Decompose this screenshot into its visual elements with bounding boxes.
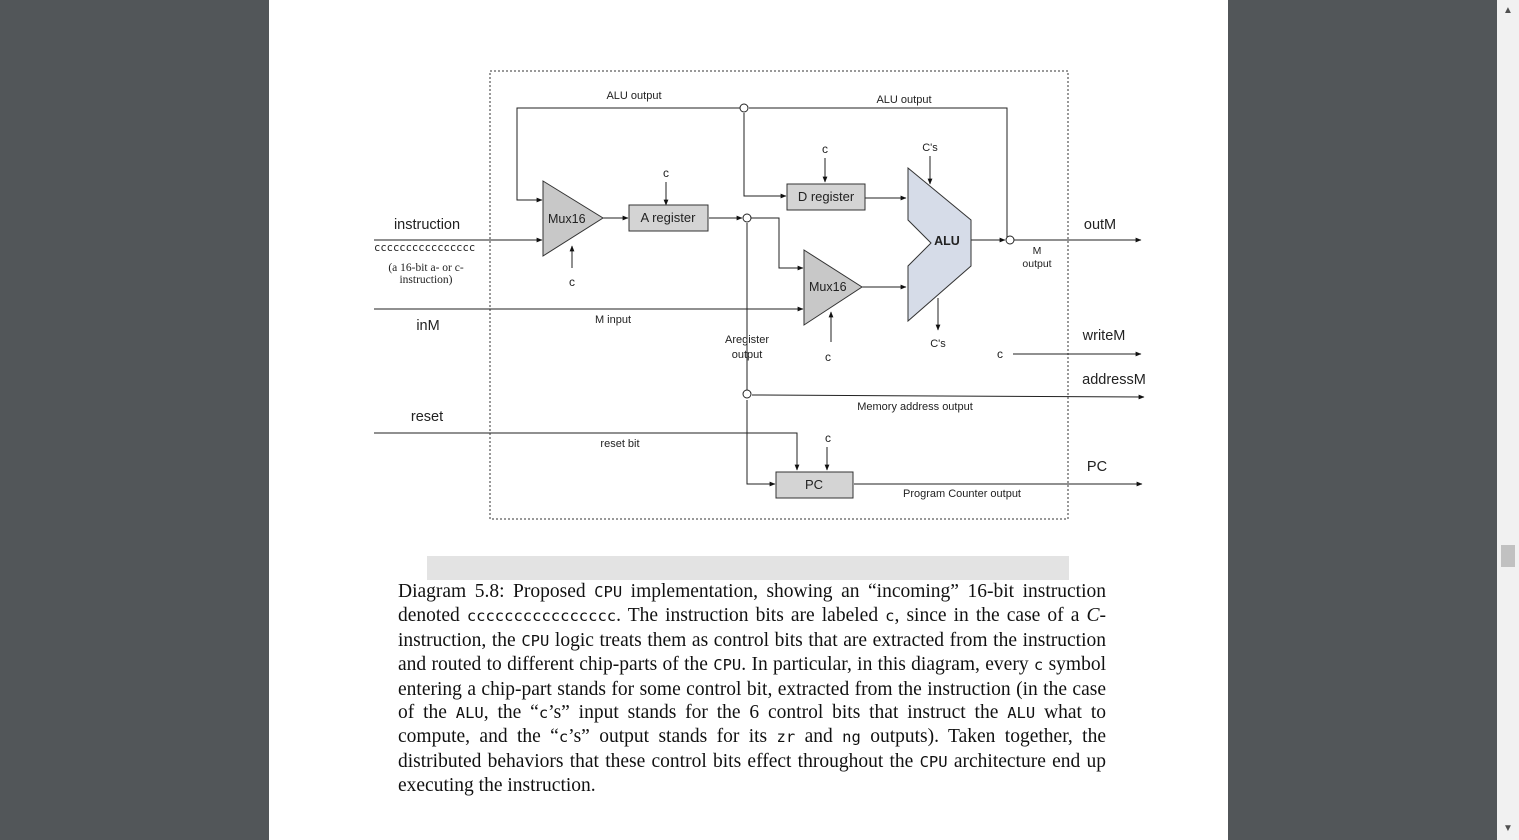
caption-text: , the “: [483, 702, 539, 724]
caption-code: ALU: [1007, 704, 1036, 723]
pc-output-label: PC: [1087, 459, 1107, 475]
cpu-diagram: Mux16 A register D register Mux16 ALU PC…: [374, 70, 1146, 520]
caption-text: and: [795, 726, 843, 748]
caption-code: c: [885, 607, 895, 626]
c-label-mux2: c: [825, 350, 831, 364]
instruction-bits-label: cccccccccccccccc: [374, 242, 475, 254]
memory-address-output-label: Memory address output: [857, 401, 973, 413]
addressm-label: addressM: [1082, 372, 1146, 388]
areg-to-mux2-wire: [751, 217, 804, 271]
caption-italic: C: [1086, 605, 1100, 627]
caption-highlight-bar: [427, 556, 1069, 580]
a-register-chip: [628, 204, 709, 232]
m-output-label-1: M: [1033, 245, 1042, 257]
caption-code: ng: [842, 728, 861, 747]
caption-text: what to compute, and the “: [398, 702, 1106, 748]
caption-code: c: [558, 728, 569, 747]
cs-label-alu-in: C's: [922, 142, 938, 154]
caption-text: . In particular, in this diagram, every: [741, 654, 1034, 676]
caption-text: logic treats them as control bits that a…: [398, 629, 1106, 676]
c-label-writem: c: [997, 347, 1003, 361]
alu-to-dreg-wire: [743, 113, 787, 199]
alu-label: ALU: [934, 234, 960, 248]
alu-chip: [907, 166, 972, 323]
caption-text: architecture end up executing the instru…: [398, 750, 1107, 797]
caption-text: . The instruction bits are labeled: [616, 605, 886, 627]
addressm-wire: [751, 394, 1145, 400]
caption-code: CPU: [713, 656, 742, 675]
pc-chip: [775, 471, 854, 499]
caption-code: cccccccccccccccc: [466, 607, 617, 626]
writem-label: writeM: [1082, 328, 1126, 344]
alu-output-label-left: ALU output: [606, 90, 661, 102]
caption-code: CPU: [521, 631, 550, 650]
alu-out-junction-top: [739, 103, 749, 113]
caption-code: zr: [776, 728, 796, 747]
program-counter-output-label: Program Counter output: [903, 488, 1021, 500]
caption-code: CPU: [919, 752, 948, 771]
caption-text: Diagram 5.8: Proposed: [398, 581, 595, 602]
cs-label-alu-out: C's: [930, 338, 946, 350]
caption-text: ’s” output stands for its: [568, 726, 777, 748]
caption-text: ’s” input stands for the 6 control bits …: [548, 702, 1008, 724]
a-register-output-label-1: Aregister: [725, 334, 769, 346]
a-register-label: A register: [641, 210, 697, 225]
d-register-chip: [786, 183, 866, 211]
caption-code: CPU: [594, 583, 623, 601]
instruction-label: instruction: [394, 217, 460, 233]
address-junction: [742, 389, 752, 399]
instruction-note-1: (a 16-bit a- or c-: [388, 262, 464, 274]
scrollbar-thumb[interactable]: [1501, 545, 1515, 567]
outm-label: outM: [1084, 217, 1116, 233]
cpu-boundary: [489, 70, 1069, 520]
reset-wire: [374, 432, 800, 471]
diagram-caption: Diagram 5.8: Proposed CPU implementation…: [398, 580, 1106, 798]
reset-label: reset: [411, 409, 443, 425]
caption-code: c: [538, 704, 549, 723]
alu-feedback-wire: [749, 107, 1008, 240]
caption-text: , since in the case of a: [894, 605, 1087, 627]
c-label-pc: c: [825, 431, 831, 445]
instruction-note-2: instruction): [399, 274, 452, 286]
areg-to-pc-wire: [746, 400, 776, 487]
d-register-label: D register: [798, 189, 855, 204]
caption-code: ALU: [455, 704, 484, 723]
areg-junction: [742, 213, 752, 223]
caption-code: c: [1033, 656, 1044, 675]
mux16-label-1: Mux16: [548, 212, 586, 226]
caption-text: -instruction, the: [398, 605, 1106, 651]
caption-text: implementation, showing an “incoming” 16…: [398, 581, 1106, 627]
mux16-chip-1: [542, 180, 604, 257]
c-label-mux1: c: [569, 275, 575, 289]
c-label-dreg: c: [822, 142, 828, 156]
document-page: Mux16 A register D register Mux16 ALU PC…: [269, 0, 1228, 840]
scroll-up-arrow-icon[interactable]: ▲: [1503, 5, 1513, 16]
m-output-label-2: output: [1022, 258, 1051, 270]
caption-text: outputs). Taken together, the distribute…: [398, 726, 1106, 772]
mux16-label-2: Mux16: [809, 280, 847, 294]
c-label-areg: c: [663, 166, 669, 180]
mux16-chip-2: [803, 249, 863, 326]
alu-output-label-right: ALU output: [876, 94, 931, 106]
reset-bit-label: reset bit: [600, 438, 639, 450]
pc-chip-label: PC: [805, 477, 823, 492]
alu-out-junction: [1005, 235, 1015, 245]
alu-to-mux1-wire: [516, 107, 740, 203]
scroll-down-arrow-icon[interactable]: ▼: [1503, 823, 1513, 834]
caption-text: symbol entering a chip-part stands for s…: [398, 654, 1107, 724]
a-register-output-label-2: output: [732, 349, 763, 361]
inm-label: inM: [416, 318, 439, 334]
m-input-label: M input: [595, 314, 631, 326]
vertical-scrollbar[interactable]: ▲ ▼: [1497, 0, 1519, 840]
